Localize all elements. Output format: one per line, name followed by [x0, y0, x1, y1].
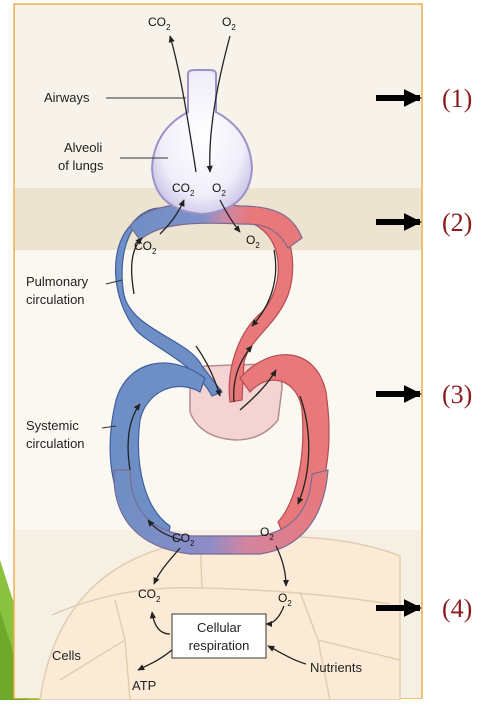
nutrients-label: Nutrients: [310, 660, 363, 675]
flow-arrow: [251, 249, 277, 327]
flow-arrow: [195, 345, 222, 397]
gas-label-o2-top: O2: [222, 15, 236, 32]
gas-arrow: [137, 649, 173, 671]
step-marker-2-text: (2): [442, 208, 472, 237]
gas-label-co2-pulmonary: CO2: [134, 239, 157, 256]
gas-arrow: [168, 35, 197, 173]
gas-label-co2-systemic: CO2: [172, 531, 195, 548]
gas-arrow: [153, 547, 181, 585]
alveolus: [150, 69, 254, 216]
step-marker-4: (4): [376, 594, 472, 623]
flow-arrow: [127, 403, 141, 471]
gas-label-o2-cells: O2: [278, 591, 292, 608]
step-marker-4-text: (4): [442, 594, 472, 623]
step-marker-3-text: (3): [442, 380, 472, 409]
leader-line: [101, 425, 117, 429]
flow-arrow: [297, 395, 310, 505]
gas-label-co2-cells: CO2: [138, 587, 161, 604]
gas-label-o2-systemic: O2: [260, 525, 274, 542]
flow-arrow: [239, 369, 277, 411]
cellular-respiration-box: [171, 613, 267, 659]
step-marker-1: (1): [376, 84, 472, 113]
gas-arrow: [206, 35, 231, 173]
gas-arrow: [159, 199, 185, 235]
gas-arrow: [275, 545, 290, 587]
alveoli-label-line2: of lungs: [58, 158, 104, 173]
gas-label-o2-alveolus: O2: [212, 181, 226, 198]
gas-label-co2-top: CO2: [148, 15, 171, 32]
alveoli-label-line1: Alveoli: [64, 140, 102, 155]
flow-arrow: [233, 345, 253, 403]
cells-label: Cells: [52, 648, 81, 663]
atp-label: ATP: [132, 678, 156, 693]
systemic-label-line2: circulation: [26, 436, 85, 451]
step-marker-3: (3): [376, 380, 472, 409]
flow-arrow: [130, 237, 143, 295]
flow-arrow: [147, 519, 183, 541]
airways-label: Airways: [44, 90, 90, 105]
systemic-vessel-bottom: [113, 469, 329, 555]
step-marker-2: (2): [376, 208, 472, 237]
gas-arrow: [219, 199, 241, 233]
gas-arrow: [267, 645, 307, 665]
gas-arrow: [149, 611, 171, 635]
cellular-respiration-line1: Cellular: [197, 620, 242, 635]
gas-arrow: [265, 605, 285, 628]
pulmonary-label-line1: Pulmonary: [26, 274, 89, 289]
gas-label-co2-alveolus: CO2: [172, 181, 195, 198]
leader-line: [105, 279, 123, 285]
gas-label-o2-pulmonary: O2: [246, 233, 260, 250]
step-marker-1-text: (1): [442, 84, 472, 113]
cellular-respiration-line2: respiration: [189, 638, 250, 653]
systemic-label-line1: Systemic: [26, 418, 79, 433]
pulmonary-label-line2: circulation: [26, 292, 85, 307]
